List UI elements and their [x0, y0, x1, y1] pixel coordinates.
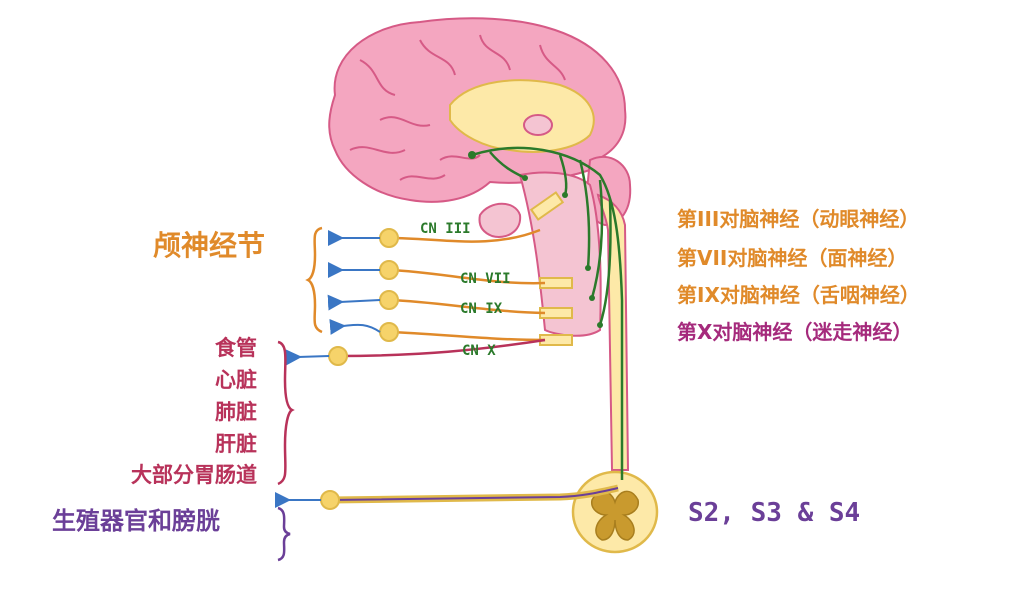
- ganglion-icon: [379, 260, 399, 280]
- pituitary-shape: [478, 202, 522, 238]
- cn-label-9: CN IX: [460, 301, 503, 317]
- organ-label-liver: 肝脏: [215, 432, 257, 456]
- cranial-fibers: [389, 228, 546, 342]
- genital-bracket: [277, 506, 291, 562]
- cranial-bracket: [305, 226, 323, 334]
- vagus-fiber: [337, 338, 546, 358]
- organ-bracket: [277, 340, 295, 486]
- cranial-ganglia-label: 颅神经节: [153, 229, 266, 262]
- cerebrum-folds: [349, 34, 566, 181]
- nerve-label-cn7: 第VII对脑神经（面神经）: [677, 246, 908, 270]
- arrow-left-icon: [275, 230, 381, 508]
- ganglion-icon: [320, 490, 340, 510]
- cn-label-10: CN X: [462, 343, 496, 359]
- thalamus-shape: [523, 114, 553, 136]
- organ-label-gi-tract: 大部分胃肠道: [131, 463, 257, 487]
- ganglia: [320, 228, 399, 510]
- sacral-fiber-core: [329, 487, 619, 501]
- organ-label-heart: 心脏: [215, 368, 257, 392]
- organ-label-lung: 肺脏: [215, 400, 257, 424]
- green-dots: [468, 151, 603, 328]
- brain-inner-region: [449, 79, 595, 153]
- cn-label-3: CN III: [420, 221, 471, 237]
- nerve-stubs: [529, 191, 573, 346]
- ganglion-icon: [379, 322, 399, 342]
- nerve-label-cn3: 第III对脑神经（动眼神经）: [677, 207, 920, 231]
- ganglion-icon: [379, 290, 399, 310]
- ganglion-icon: [328, 346, 348, 366]
- spinal-cross-section: [571, 470, 659, 554]
- ganglion-icon: [379, 228, 399, 248]
- nerve-label-cn9: 第IX对脑神经（舌咽神经）: [677, 283, 920, 307]
- nerve-label-cn10: 第X对脑神经（迷走神经）: [677, 320, 913, 344]
- cn-label-7: CN VII: [460, 271, 511, 287]
- organ-label-esophagus: 食管: [215, 336, 257, 360]
- sacral-label: S2, S3 & S4: [688, 498, 861, 528]
- genital-label: 生殖器官和膀胱: [52, 507, 220, 535]
